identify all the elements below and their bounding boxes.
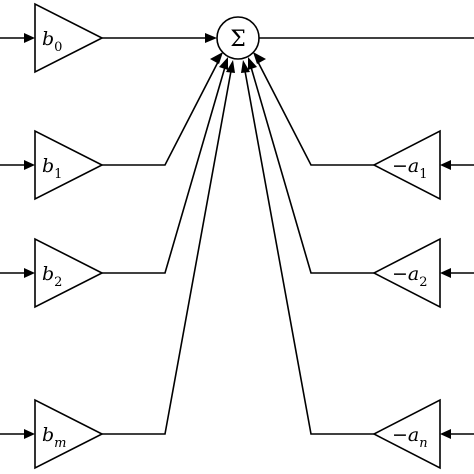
gain-label-a2: −a2 <box>392 263 428 290</box>
gain-label-b2: b2 <box>42 263 62 290</box>
input-arrow-bm <box>24 429 35 439</box>
input-arrow-b2 <box>24 268 35 278</box>
wire-bm-to-sum <box>102 70 232 435</box>
input-arrow-a2 <box>440 268 451 278</box>
input-arrow-b0 <box>24 33 35 43</box>
wire-a2-to-sum <box>250 66 374 274</box>
sigma-symbol: Σ <box>230 27 246 52</box>
input-arrow-an <box>440 429 451 439</box>
gain-label-a1: −a1 <box>392 155 428 182</box>
input-arrow-b1 <box>24 160 35 170</box>
wire-a1-to-sum <box>257 61 374 166</box>
gain-label-b0: b0 <box>42 28 62 55</box>
gain-label-an: −an <box>392 424 428 451</box>
gain-block-a2 <box>372 237 441 309</box>
gain-block-bm <box>34 398 104 470</box>
gain-label-b1: b1 <box>42 155 62 182</box>
sum-arrow-a2 <box>248 57 257 70</box>
sum-arrow-b1 <box>210 52 223 64</box>
gain-block-b0 <box>34 2 104 74</box>
sum-arrow-b2 <box>219 57 228 70</box>
sum-arrow-an <box>241 60 250 73</box>
sum-arrow-bm <box>226 60 235 73</box>
wire-b2-to-sum <box>102 66 226 274</box>
wire-an-to-sum <box>244 70 374 435</box>
input-arrow-a1 <box>440 160 451 170</box>
sum-arrow-b0 <box>205 33 217 43</box>
gain-block-an <box>372 398 441 470</box>
gain-label-bm: bm <box>42 424 67 451</box>
gain-block-a1 <box>372 129 441 201</box>
gain-block-b1 <box>34 129 104 201</box>
wire-b1-to-sum <box>102 61 219 166</box>
sum-arrow-a1 <box>253 52 266 64</box>
gain-block-b2 <box>34 237 104 309</box>
